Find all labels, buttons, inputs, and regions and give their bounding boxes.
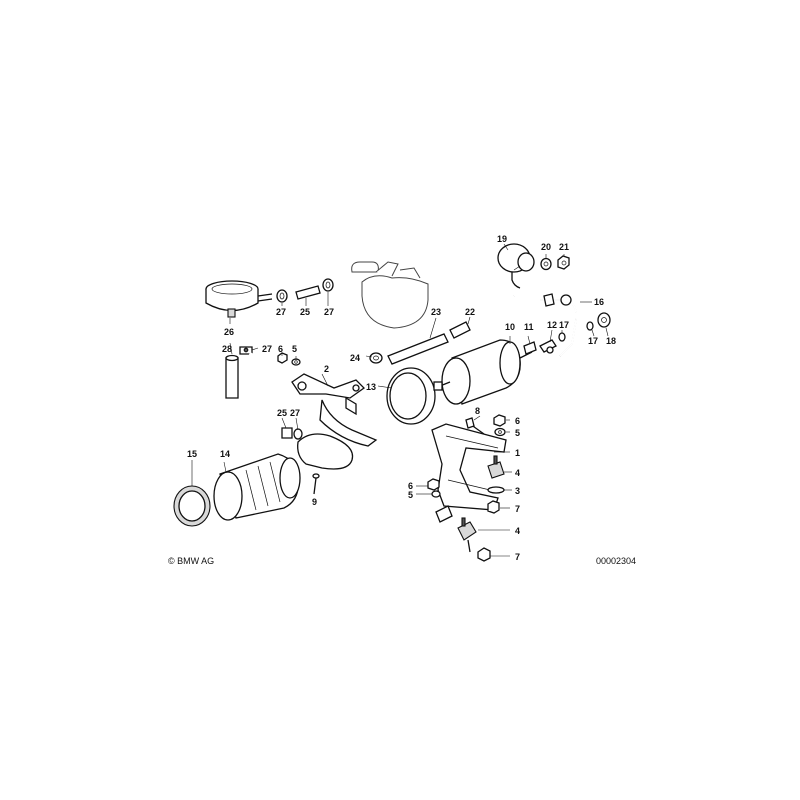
callout-18: 18 <box>606 336 616 346</box>
part-22-hose <box>449 295 516 339</box>
callout-20: 20 <box>541 242 551 252</box>
part-10-fuel-pump <box>433 336 533 405</box>
callout-13: 13 <box>366 382 376 392</box>
callout-26: 26 <box>224 327 234 337</box>
part-9-screw <box>312 473 320 495</box>
part-28-hose <box>225 354 239 399</box>
part-16-pipe <box>540 293 592 357</box>
callout-5: 5 <box>292 344 297 354</box>
part-12-banjo <box>539 329 557 354</box>
callout-9: 9 <box>312 497 317 507</box>
part-1-bracket <box>431 423 510 523</box>
pump-carrier-strap <box>297 396 378 470</box>
part-26-canister <box>205 280 273 324</box>
part-19-regulator <box>497 243 535 289</box>
callout-7: 7 <box>515 552 520 562</box>
callout-27: 27 <box>276 307 286 317</box>
part-4-mount-upper <box>487 455 512 479</box>
part-20-washer <box>540 257 552 271</box>
callout-4: 4 <box>515 468 520 478</box>
part-11-fitting <box>523 335 537 355</box>
callout-8: 8 <box>475 406 480 416</box>
part-5-washer-lower <box>431 490 441 498</box>
callout-28: 28 <box>222 344 232 354</box>
part-14-filter-housing <box>213 453 301 521</box>
callout-5: 5 <box>515 428 520 438</box>
part-15-ring <box>173 460 211 527</box>
callout-15: 15 <box>187 449 197 459</box>
fuel-tank-outline <box>351 261 429 329</box>
part-6-nut-right <box>493 414 506 427</box>
callout-27: 27 <box>262 344 272 354</box>
callout-17: 17 <box>588 336 598 346</box>
part-13-ring <box>377 367 436 425</box>
callout-24: 24 <box>350 353 360 363</box>
part-7-nut-lower <box>477 547 510 562</box>
callout-6: 6 <box>278 344 283 354</box>
callout-17: 17 <box>559 320 569 330</box>
callout-7: 7 <box>515 504 520 514</box>
callout-16: 16 <box>594 297 604 307</box>
callout-3: 3 <box>515 486 520 496</box>
part-24-clamp <box>369 352 383 364</box>
callout-22: 22 <box>465 307 475 317</box>
part-21-nut <box>557 255 570 270</box>
part-5-washer-right <box>494 427 506 437</box>
callout-6: 6 <box>515 416 520 426</box>
part-8-bolt <box>465 417 485 435</box>
callout-12: 12 <box>547 320 557 330</box>
callout-25: 25 <box>300 307 310 317</box>
callout-4: 4 <box>515 526 520 536</box>
long-fuel-hose <box>244 352 287 441</box>
part-6-nut-lower <box>427 478 440 491</box>
callout-23: 23 <box>431 307 441 317</box>
callout-6: 6 <box>408 481 413 491</box>
callout-27: 27 <box>324 307 334 317</box>
callout-1: 1 <box>515 448 520 458</box>
callout-19: 19 <box>497 234 507 244</box>
callout-2: 2 <box>324 364 329 374</box>
leader-lines <box>229 254 565 495</box>
callout-10: 10 <box>505 322 515 332</box>
part-27-clamp-top-2 <box>322 278 334 306</box>
part-25-hose-top <box>295 285 321 306</box>
part-7-nut-upper <box>487 500 510 514</box>
part-3-washer <box>487 486 512 494</box>
copyright-text: © BMW AG <box>168 556 214 566</box>
callout-labels: 26 27 25 27 28 27 6 5 2 24 23 22 13 10 1… <box>187 234 616 562</box>
part-17-washer-b <box>586 321 595 337</box>
part-23-hose <box>387 317 449 365</box>
part-4-mount-lower <box>457 517 510 553</box>
callout-21: 21 <box>559 242 569 252</box>
part-18-bolt <box>597 312 611 337</box>
part-17-washer-a <box>558 330 566 342</box>
drawing-number: 00002304 <box>596 556 636 566</box>
callout-27: 27 <box>290 408 300 418</box>
part-25-hose-lower <box>281 427 293 439</box>
part-27-clamp-lower <box>293 428 303 440</box>
part-27-clamp-top <box>276 289 288 306</box>
callout-5: 5 <box>408 490 413 500</box>
callout-25: 25 <box>277 408 287 418</box>
part-2-bracket <box>291 373 366 399</box>
callout-11: 11 <box>524 322 534 332</box>
callout-14: 14 <box>220 449 230 459</box>
part-6-nut-top <box>277 352 288 364</box>
